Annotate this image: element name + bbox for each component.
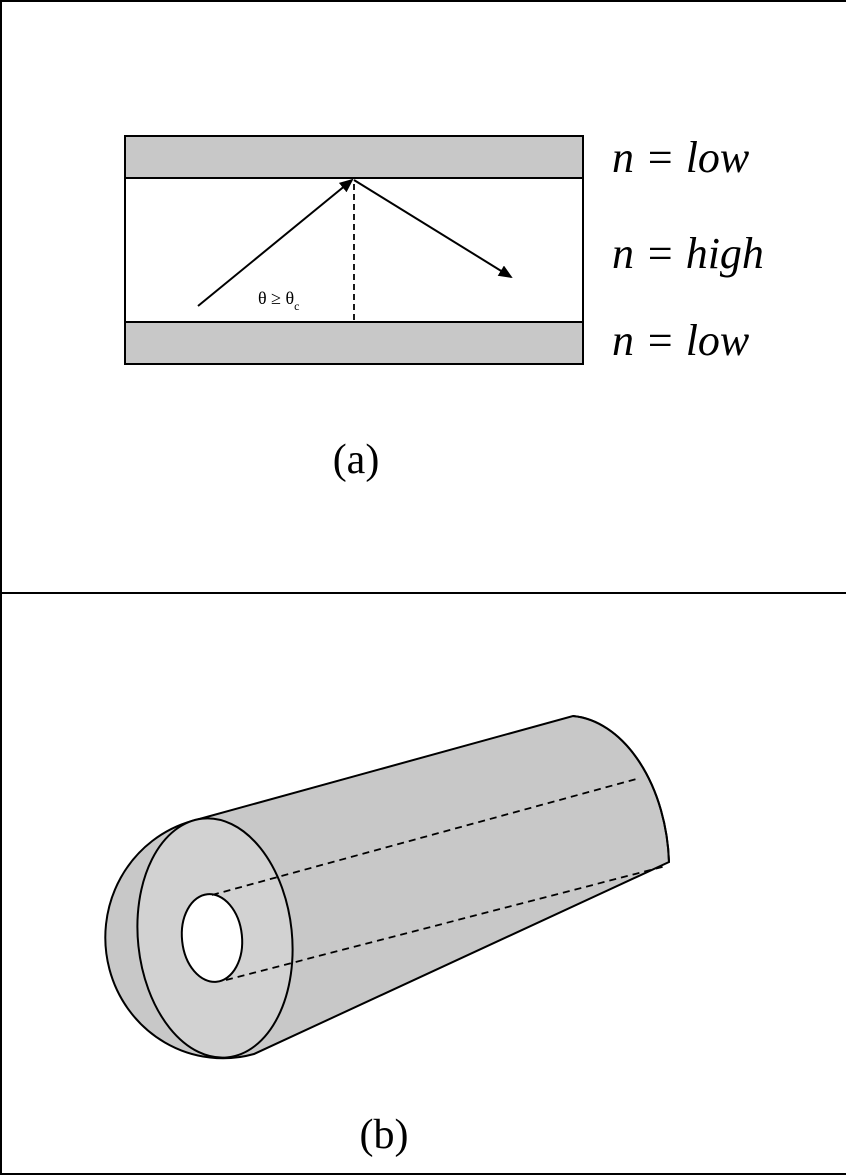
caption-a: (a) (333, 437, 380, 483)
reflected-ray-arrow (353, 179, 513, 279)
fiber-far-end-edge (572, 715, 670, 863)
panel-b: (b) (104, 714, 671, 1158)
caption-b: (b) (360, 1112, 409, 1158)
incident-ray-arrow (197, 178, 354, 307)
core-label: n = high (612, 229, 764, 278)
top-cladding-label: n = low (612, 133, 750, 182)
angle-label: θ ≥ θc (258, 288, 299, 313)
bottom-cladding-layer (124, 321, 584, 365)
core-boundary-dashed-lower (225, 865, 667, 981)
panel-a: θ ≥ θc n = low n = high n = low (a) (124, 133, 764, 483)
top-cladding-layer (124, 135, 584, 179)
fiber-core-opening (180, 893, 244, 983)
panel-divider (0, 592, 846, 594)
core-boundary-dashed-upper (211, 777, 641, 896)
bottom-cladding-label: n = low (612, 316, 750, 365)
